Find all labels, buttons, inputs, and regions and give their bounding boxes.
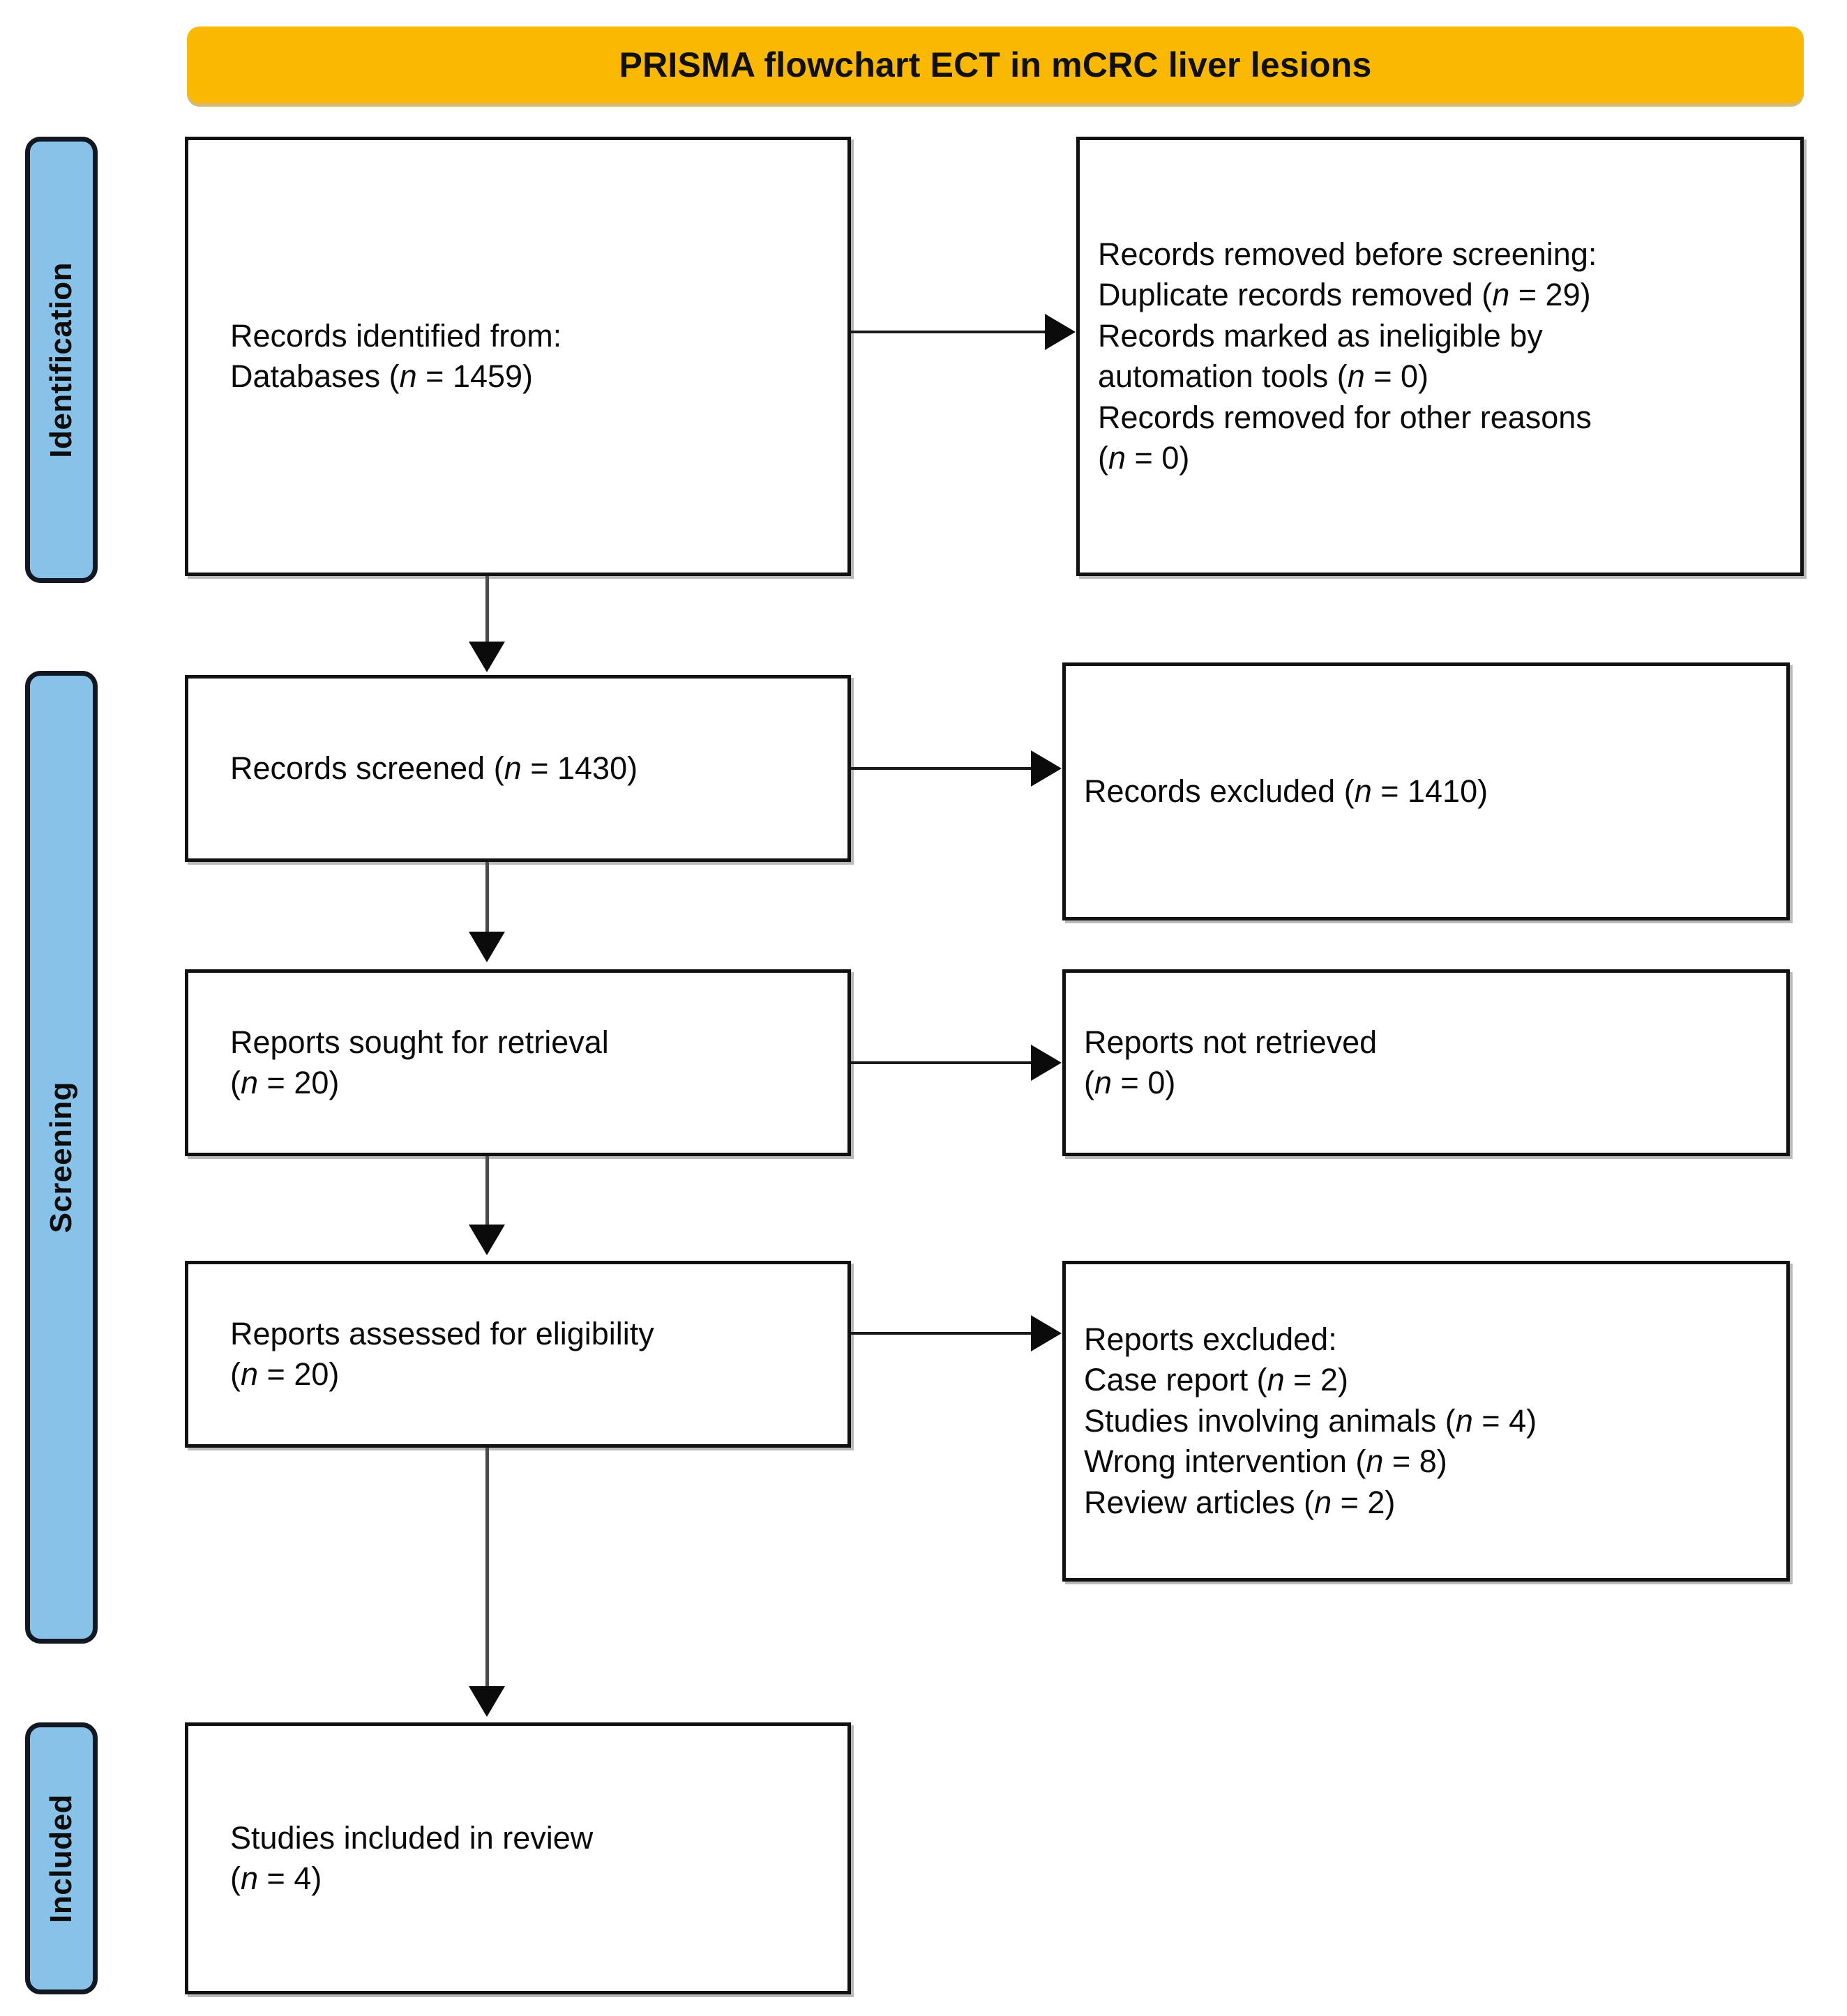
box-reports-not-retrieved: Reports not retrieved (n = 0) [1062, 969, 1790, 1156]
stage-label-screening: Screening [44, 1081, 78, 1234]
box-records-removed-text: Records removed before screening: Duplic… [1080, 234, 1800, 479]
line-included-1: Studies included in review [230, 1819, 594, 1856]
box-reports-not-retrieved-text: Reports not retrieved (n = 0) [1066, 1022, 1786, 1104]
box-reports-excluded-text: Reports excluded: Case report (n = 2) St… [1066, 1319, 1786, 1524]
line-removed-3: Records marked as ineligible by [1098, 317, 1543, 354]
line-identified-2: Databases (n = 1459) [230, 358, 534, 394]
line-excl-reports-4: Wrong intervention (n = 8) [1084, 1443, 1447, 1480]
stage-bar-screening: Screening [25, 671, 98, 1644]
line-sought-2: (n = 20) [230, 1065, 340, 1100]
line-excl-records-1: Records excluded (n = 1410) [1084, 773, 1488, 809]
stage-bar-included: Included [25, 1722, 98, 1994]
line-excl-reports-5: Review articles (n = 2) [1084, 1484, 1396, 1520]
line-identified-1: Records identified from: [230, 317, 562, 354]
line-removed-5: Records removed for other reasons [1098, 399, 1592, 435]
box-reports-sought-text: Reports sought for retrieval (n = 20) [188, 1022, 847, 1104]
line-assessed-1: Reports assessed for eligibility [230, 1315, 654, 1351]
box-studies-included-text: Studies included in review (n = 4) [188, 1818, 847, 1900]
stage-label-included: Included [44, 1794, 78, 1923]
line-removed-1: Records removed before screening: [1098, 236, 1597, 272]
line-removed-6: (n = 0) [1098, 440, 1190, 476]
box-records-screened: Records screened (n = 1430) [185, 675, 851, 862]
line-sought-1: Reports sought for retrieval [230, 1024, 609, 1060]
stage-bar-identification: Identification [25, 137, 98, 583]
line-removed-2: Duplicate records removed (n = 29) [1098, 277, 1591, 312]
box-records-identified-text: Records identified from: Databases (n = … [188, 316, 847, 397]
box-studies-included: Studies included in review (n = 4) [185, 1722, 851, 1994]
box-records-excluded: Records excluded (n = 1410) [1062, 662, 1790, 920]
stage-label-identification: Identification [44, 262, 78, 458]
line-excl-reports-2: Case report (n = 2) [1084, 1362, 1348, 1398]
line-removed-4: automation tools (n = 0) [1098, 358, 1429, 394]
box-records-removed: Records removed before screening: Duplic… [1076, 137, 1804, 576]
line-screened-1: Records screened (n = 1430) [230, 750, 638, 786]
line-excl-reports-1: Reports excluded: [1084, 1321, 1337, 1357]
line-not-retr-1: Reports not retrieved [1084, 1024, 1378, 1060]
box-records-excluded-text: Records excluded (n = 1410) [1066, 771, 1786, 812]
box-reports-sought: Reports sought for retrieval (n = 20) [185, 969, 851, 1156]
line-not-retr-2: (n = 0) [1084, 1065, 1176, 1100]
line-excl-reports-3: Studies involving animals (n = 4) [1084, 1402, 1537, 1439]
line-included-2: (n = 4) [230, 1860, 322, 1896]
chart-title-banner: PRISMA flowchart ECT in mCRC liver lesio… [187, 26, 1804, 103]
box-records-identified: Records identified from: Databases (n = … [185, 137, 851, 576]
line-assessed-2: (n = 20) [230, 1356, 340, 1392]
box-reports-assessed-text: Reports assessed for eligibility (n = 20… [188, 1314, 847, 1395]
box-reports-excluded: Reports excluded: Case report (n = 2) St… [1062, 1261, 1790, 1582]
box-records-screened-text: Records screened (n = 1430) [188, 748, 847, 789]
page-title: PRISMA flowchart ECT in mCRC liver lesio… [619, 45, 1372, 84]
box-reports-assessed: Reports assessed for eligibility (n = 20… [185, 1261, 851, 1448]
